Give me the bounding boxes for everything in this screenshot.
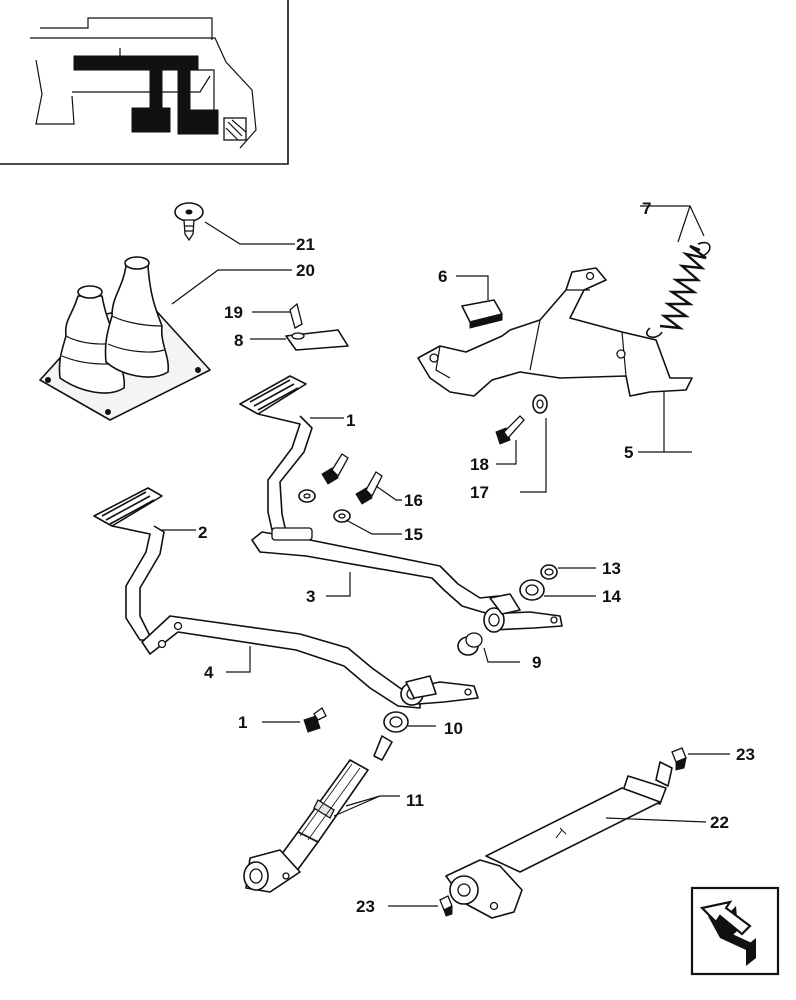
label-16: 16 [404, 491, 423, 510]
label-20: 20 [296, 261, 315, 280]
label-21: 21 [296, 235, 315, 254]
part-20-pedal-boot [39, 256, 292, 421]
label-4: 4 [204, 663, 214, 682]
label-6: 6 [438, 267, 447, 286]
label-2: 2 [198, 523, 207, 542]
part-13-14-washers [519, 564, 596, 601]
part-9-bushing [457, 632, 520, 663]
label-14: 14 [602, 587, 621, 606]
label-3: 3 [306, 587, 315, 606]
part-1-pedal-upper [239, 375, 344, 533]
arrow-back-icon[interactable] [690, 886, 780, 976]
label-11: 11 [406, 791, 424, 810]
part-3-pedal-arm-upper [251, 527, 563, 633]
label-13: 13 [602, 559, 621, 578]
part-11-shaft [243, 735, 400, 893]
label-15: 15 [404, 525, 423, 544]
part-4-pedal-arm-lower [141, 615, 479, 709]
label-9: 9 [532, 653, 541, 672]
label-7: 7 [642, 199, 651, 218]
label-1-upper: 1 [346, 411, 355, 430]
location-inset [0, 0, 289, 165]
part-17-lock-washer [520, 394, 548, 493]
label-19: 19 [224, 303, 243, 322]
part-1-grease-nipple [262, 707, 327, 733]
callout-labels: 21 20 19 8 6 7 5 1 18 17 16 15 2 13 3 14… [198, 199, 755, 916]
part-21-rivet [174, 202, 295, 245]
part-5-bracket [417, 267, 693, 453]
part-19-pin [252, 302, 303, 329]
part-15-washers [298, 489, 402, 535]
part-18-bolt [495, 415, 525, 465]
part-7-spring [640, 205, 711, 339]
part-22-cross-shaft [445, 761, 707, 919]
label-1-lower: 1 [238, 713, 247, 732]
part-8-pedal-pad [250, 329, 349, 351]
label-23-upper: 23 [736, 745, 755, 764]
label-17: 17 [470, 483, 489, 502]
label-22: 22 [710, 813, 729, 832]
label-23-lower: 23 [356, 897, 375, 916]
part-10-washer [383, 711, 436, 733]
part-6-rubber-block [456, 275, 503, 329]
part-16-bolts [321, 453, 402, 505]
label-5: 5 [624, 443, 633, 462]
label-18: 18 [470, 455, 489, 474]
part-23-grease-nipples [388, 747, 730, 917]
label-8: 8 [234, 331, 243, 350]
label-10: 10 [444, 719, 463, 738]
